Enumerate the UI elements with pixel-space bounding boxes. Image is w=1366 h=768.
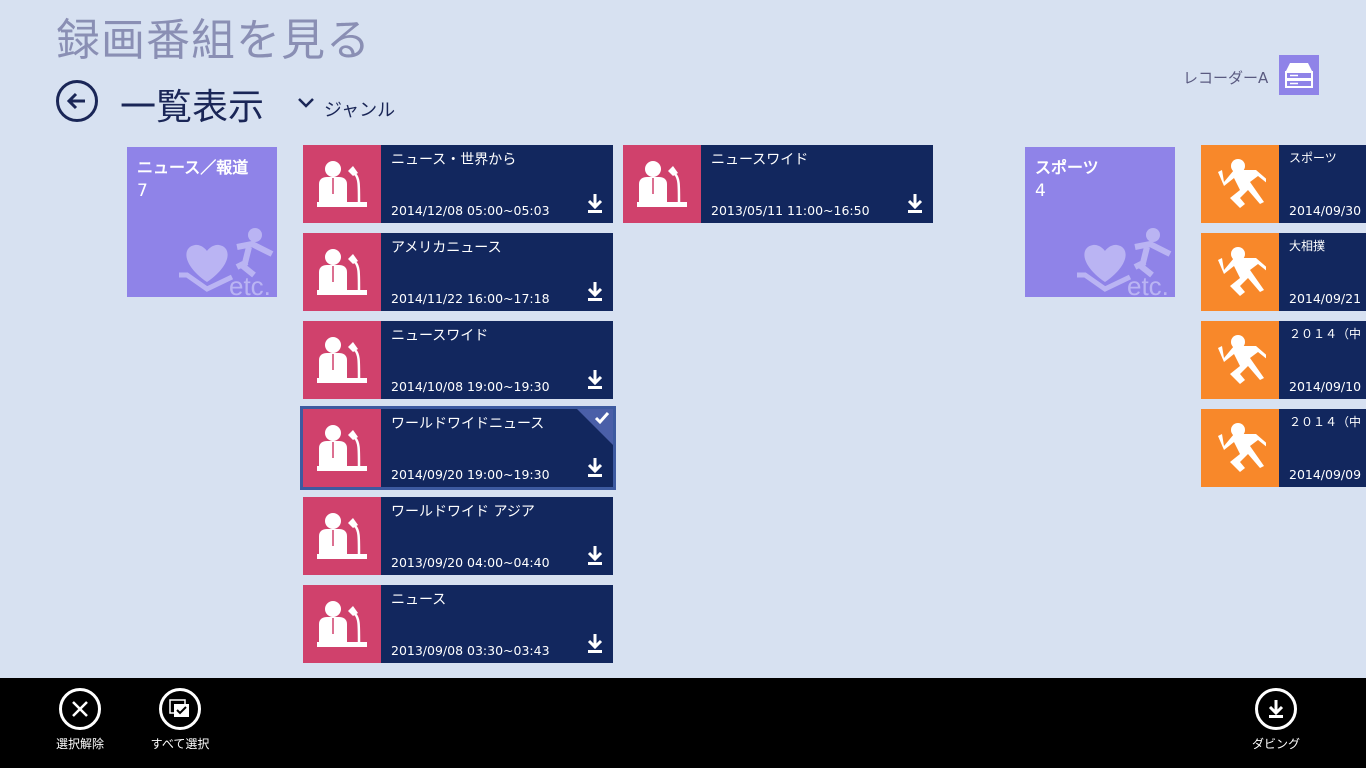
select-all-label: すべて選択 bbox=[150, 737, 210, 751]
newscaster-icon bbox=[317, 513, 367, 559]
genre-watermark-icon: etc. bbox=[179, 228, 274, 297]
recording-tile[interactable]: ニュースワイド 2014/10/08 19:00~19:30 bbox=[303, 321, 613, 399]
program-date: 2014/09/21 bbox=[1289, 291, 1362, 306]
program-date: 2014/09/30 bbox=[1289, 203, 1362, 218]
program-title: ニュース bbox=[391, 592, 447, 608]
recorder-label: レコーダーA bbox=[1183, 69, 1269, 87]
program-date: 2013/09/08 03:30~03:43 bbox=[391, 643, 550, 658]
program-date: 2014/12/08 05:00~05:03 bbox=[391, 203, 550, 218]
recording-tile[interactable]: ２０１４（中 2014/09/09 bbox=[1201, 409, 1366, 487]
recording-tile[interactable]: ワールドワイド アジア 2013/09/20 04:00~04:40 bbox=[303, 497, 613, 575]
program-date: 2014/10/08 19:00~19:30 bbox=[391, 379, 550, 394]
group-name: スポーツ bbox=[1035, 158, 1099, 177]
svg-text:etc.: etc. bbox=[1127, 271, 1169, 297]
download-icon[interactable] bbox=[587, 457, 603, 479]
group-count: 7 bbox=[137, 181, 148, 201]
program-title: ニュースワイド bbox=[391, 328, 489, 344]
checkmark-icon bbox=[594, 412, 610, 425]
newscaster-icon bbox=[317, 249, 367, 295]
program-title: スポーツ bbox=[1289, 151, 1337, 165]
recording-tile[interactable]: 大相撲 2014/09/21 bbox=[1201, 233, 1366, 311]
recording-tile[interactable]: ニュース・世界から 2014/12/08 05:00~05:03 bbox=[303, 145, 613, 223]
program-title: ワールドワイドニュース bbox=[391, 416, 545, 432]
download-icon[interactable] bbox=[587, 545, 603, 567]
app-bar: 選択解除 すべて選択 ダビング bbox=[0, 678, 1366, 768]
download-icon[interactable] bbox=[587, 281, 603, 303]
download-icon[interactable] bbox=[587, 193, 603, 215]
program-title: アメリカニュース bbox=[391, 240, 502, 256]
program-date: 2014/09/20 19:00~19:30 bbox=[391, 467, 550, 482]
chevron-down-icon[interactable] bbox=[296, 96, 316, 110]
download-icon bbox=[1268, 700, 1284, 718]
sort-dropdown[interactable]: ジャンル bbox=[324, 100, 396, 121]
program-title: ワールドワイド アジア bbox=[391, 504, 535, 520]
download-icon[interactable] bbox=[587, 633, 603, 655]
recording-tile[interactable]: アメリカニュース 2014/11/22 16:00~17:18 bbox=[303, 233, 613, 311]
newscaster-icon bbox=[317, 337, 367, 383]
close-icon bbox=[72, 701, 88, 717]
genre-watermark-icon: etc. bbox=[1077, 228, 1172, 297]
newscaster-icon bbox=[317, 161, 367, 207]
genre-group-tile[interactable]: スポーツ 4 etc. bbox=[1025, 147, 1175, 297]
deselect-button[interactable]: 選択解除 bbox=[35, 688, 125, 752]
program-title: ２０１４（中 bbox=[1289, 327, 1362, 341]
back-arrow-icon bbox=[66, 92, 85, 110]
group-name: ニュース／報道 bbox=[137, 158, 249, 177]
dubbing-label: ダビング bbox=[1251, 737, 1300, 751]
deselect-label: 選択解除 bbox=[55, 737, 104, 751]
genre-group-tile[interactable]: ニュース／報道 7 etc. bbox=[127, 147, 277, 297]
program-date: 2013/05/11 11:00~16:50 bbox=[711, 203, 870, 218]
recorder-icon[interactable] bbox=[1279, 55, 1319, 95]
program-title: ニュース・世界から bbox=[391, 152, 517, 168]
newscaster-icon bbox=[317, 601, 367, 647]
select-all-button[interactable]: すべて選択 bbox=[135, 688, 225, 752]
dubbing-button[interactable]: ダビング bbox=[1231, 688, 1321, 752]
group-count: 4 bbox=[1035, 181, 1046, 201]
recording-tile[interactable]: ニュースワイド 2013/05/11 11:00~16:50 bbox=[623, 145, 933, 223]
download-icon[interactable] bbox=[587, 369, 603, 391]
view-title: 一覧表示 bbox=[120, 87, 265, 128]
recording-tile[interactable]: ニュース 2013/09/08 03:30~03:43 bbox=[303, 585, 613, 663]
back-button[interactable] bbox=[56, 80, 98, 122]
program-title: 大相撲 bbox=[1289, 239, 1326, 253]
program-title: ニュースワイド bbox=[711, 152, 809, 168]
recording-tile[interactable]: スポーツ 2014/09/30 bbox=[1201, 145, 1366, 223]
select-all-icon bbox=[169, 699, 189, 717]
recording-tile[interactable]: ワールドワイドニュース 2014/09/20 19:00~19:30 bbox=[300, 406, 616, 490]
newscaster-icon bbox=[637, 161, 687, 207]
program-date: 2014/11/22 16:00~17:18 bbox=[391, 291, 550, 306]
svg-text:etc.: etc. bbox=[229, 271, 271, 297]
page-title: 録画番組を見る bbox=[56, 15, 371, 66]
program-title: ２０１４（中 bbox=[1289, 415, 1362, 429]
program-date: 2014/09/10 bbox=[1289, 379, 1362, 394]
runner-icon bbox=[1218, 335, 1266, 384]
recording-tile[interactable]: ２０１４（中 2014/09/10 bbox=[1201, 321, 1366, 399]
runner-icon bbox=[1218, 247, 1266, 296]
program-date: 2013/09/20 04:00~04:40 bbox=[391, 555, 550, 570]
runner-icon bbox=[1218, 159, 1266, 208]
download-icon[interactable] bbox=[907, 193, 923, 215]
runner-icon bbox=[1218, 423, 1266, 472]
newscaster-icon bbox=[317, 425, 367, 471]
program-date: 2014/09/09 bbox=[1289, 467, 1362, 482]
